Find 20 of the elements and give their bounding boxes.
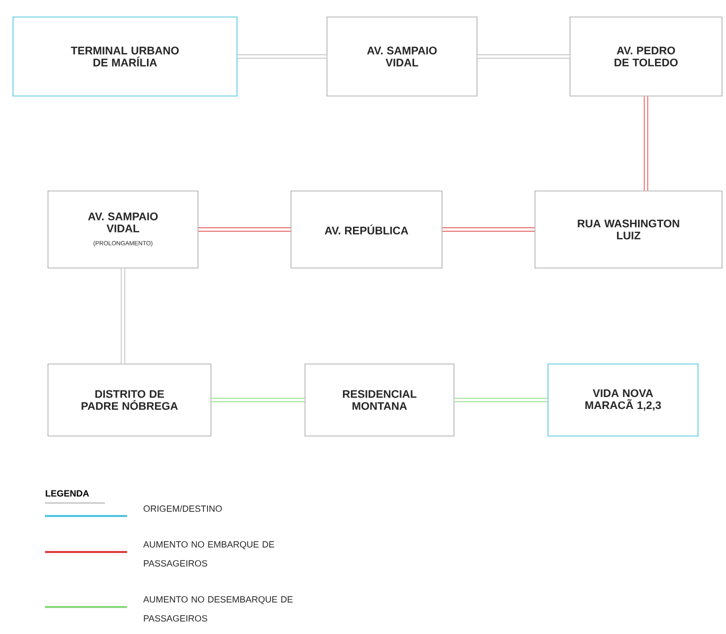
legend-text: ORIGEM/DESTINO [144, 505, 222, 512]
legend-text: AUMENTO NO DESEMBARQUE DE PASSAGEIROS [143, 596, 293, 622]
place-box: DISTRITO DE PADRE NÓBREGA [48, 364, 212, 436]
double-line [477, 54, 570, 59]
place-box: AV. PEDRO DE TOLEDO [570, 16, 722, 96]
place-box: AV. SAMPAIO VIDAL [326, 16, 478, 96]
double-line [442, 227, 535, 232]
place-box: RESIDENCIAL MONTANA [304, 364, 454, 436]
double-line [454, 398, 548, 402]
double-line [211, 398, 305, 402]
double-line [644, 96, 648, 191]
double-line [120, 268, 126, 364]
place-box: VIDA NOVA MARACÃ 1,2,3 [548, 364, 698, 436]
legend-title: LEGENDA [46, 490, 89, 497]
double-line [237, 54, 327, 59]
place-box: TERMINAL URBANO DE MARÍLIA [12, 16, 238, 96]
double-line [198, 227, 291, 232]
legend-text: AUMENTO NO EMBARQUE DE PASSAGEIROS [143, 541, 274, 567]
place-box: RUA WASHINGTON LUIZ [534, 190, 722, 268]
place-box: AV. REPÚBLICA [290, 190, 442, 268]
